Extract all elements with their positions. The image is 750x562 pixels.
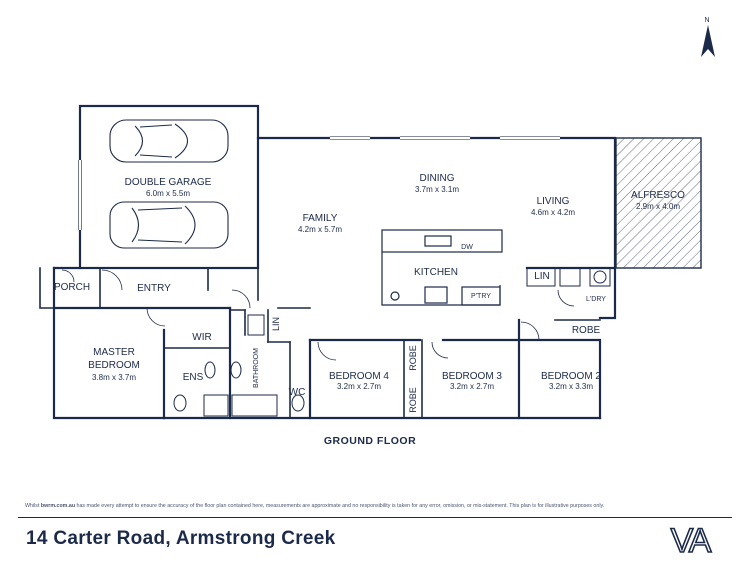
room-dims-living: 4.6m x 4.2m — [531, 208, 575, 217]
logo-text: VA — [671, 522, 712, 558]
room-label-bedroom4: BEDROOM 4 — [329, 371, 389, 382]
disclaimer-prefix: Whilst — [25, 503, 41, 509]
room-label-robe-a: ROBE — [408, 345, 418, 371]
room-label-dining: DINING — [420, 173, 455, 184]
upper-walls — [256, 136, 617, 270]
room-dims-bedroom2: 3.2m x 3.3m — [549, 382, 593, 391]
kitchen-benches — [381, 229, 503, 306]
room-label-lin-laundry: LIN — [534, 271, 550, 282]
room-label-robe-c: ROBE — [572, 325, 601, 336]
room-label-bedroom2: BEDROOM 2 — [541, 371, 601, 382]
master-walls — [52, 266, 166, 420]
agency-logo: VA — [670, 522, 715, 558]
footer-rule — [18, 517, 732, 518]
disclaimer-text: has made every attempt to ensure the acc… — [75, 503, 605, 509]
compass-label: N — [704, 17, 709, 24]
bathroom-fixtures — [173, 314, 305, 417]
room-label-double-garage: DOUBLE GARAGE — [125, 177, 212, 188]
alfresco-hatch — [615, 137, 702, 269]
room-label-kitchen: KITCHEN — [414, 267, 458, 278]
room-dims-double-garage: 6.0m x 5.5m — [146, 189, 190, 198]
room-label-master-line1: MASTER — [93, 347, 135, 358]
car-icon-top — [109, 119, 229, 163]
disclaimer-site: bwrm.com.au — [40, 503, 76, 509]
disclaimer: Whilst bwrm.com.au has made every attemp… — [25, 503, 725, 509]
room-dims-dining: 3.7m x 3.1m — [415, 185, 459, 194]
room-label-bedroom3: BEDROOM 3 — [442, 371, 502, 382]
car-icon-bottom — [109, 201, 229, 249]
floor-plan: N — [39, 17, 715, 447]
room-label-wir: WIR — [192, 332, 211, 343]
room-label-family: FAMILY — [303, 213, 338, 224]
room-label-porch: PORCH — [54, 282, 90, 293]
room-label-master-line2: BEDROOM — [88, 360, 140, 371]
room-label-bathroom: BATHROOM — [253, 348, 260, 388]
room-label-laundry: L'DRY — [586, 296, 606, 303]
north-arrow-icon: N — [701, 17, 715, 57]
room-label-wc: WC — [289, 387, 306, 398]
room-dims-family: 4.2m x 5.7m — [298, 225, 342, 234]
room-label-alfresco: ALFRESCO — [631, 190, 685, 201]
room-label-entry: ENTRY — [137, 283, 171, 294]
room-dims-master: 3.8m x 3.7m — [92, 373, 136, 382]
room-label-lin-hall: LIN — [271, 317, 281, 331]
label-dishwasher: DW — [461, 244, 473, 251]
room-dims-bedroom4: 3.2m x 2.7m — [337, 382, 381, 391]
room-label-robe-b: ROBE — [408, 387, 418, 413]
room-label-ens: ENS — [183, 372, 204, 383]
laundry-fixtures — [526, 267, 611, 287]
property-address: 14 Carter Road, Armstrong Creek — [26, 528, 336, 549]
room-dims-bedroom3: 3.2m x 2.7m — [450, 382, 494, 391]
room-dims-alfresco: 2.9m x 4.0m — [636, 202, 680, 211]
door-swings — [61, 269, 575, 361]
label-pantry: P'TRY — [471, 293, 491, 300]
bedroom-walls — [162, 318, 521, 420]
floor-title: GROUND FLOOR — [324, 435, 416, 447]
room-label-living: LIVING — [537, 196, 570, 207]
